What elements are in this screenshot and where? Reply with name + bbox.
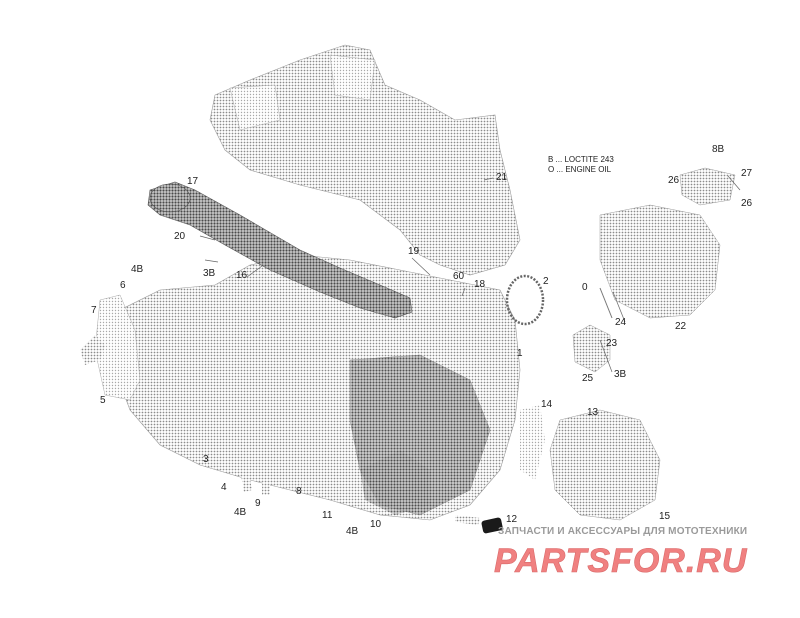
callout-25: 25 [582, 373, 594, 384]
callout-13: 13 [587, 407, 599, 418]
legend-loctite: B ... LOCTITE 243 [548, 155, 614, 164]
callout-2: 2 [543, 276, 549, 287]
watermark-tagline: ЗАПЧАСТИ И АКСЕССУАРЫ ДЛЯ МОТОТЕХНИКИ [498, 526, 748, 537]
cylinder-head [209, 44, 521, 276]
part-12-bolt [455, 515, 480, 525]
callout-60: 60 [453, 271, 465, 282]
partsfor-logo: PARTSFOR.RU [494, 542, 748, 580]
part-23 [572, 324, 611, 373]
callout-16: 16 [236, 270, 248, 281]
legend-engine-oil: O ... ENGINE OIL [548, 165, 612, 174]
callout-26: 26 [668, 175, 680, 186]
callout-20: 20 [174, 231, 186, 242]
callout-6: 6 [120, 280, 126, 291]
callout-1: 1 [517, 348, 523, 359]
callout-15: 15 [659, 511, 671, 522]
crankcase-dark-lower [360, 450, 430, 515]
callout-21: 21 [496, 172, 508, 183]
callout-18: 18 [474, 279, 486, 290]
callout-11: 11 [322, 510, 333, 521]
callout-8b: 8B [712, 144, 725, 155]
partsfor-logo-text: PARTSFOR.RU [494, 542, 748, 580]
callout-7: 7 [91, 305, 97, 316]
callout-4: 4 [221, 482, 227, 493]
callout-26-right: 26 [741, 198, 753, 209]
right-cover-assembly [599, 204, 721, 319]
callout-19: 19 [408, 246, 420, 257]
small-part-7 [80, 335, 105, 365]
camshaft-gear [149, 183, 191, 213]
drain-plug [481, 517, 503, 534]
callout-24: 24 [615, 317, 627, 328]
callout-10: 10 [370, 519, 382, 530]
lower-right-cover [549, 409, 661, 521]
callout-23: 23 [606, 338, 618, 349]
callout-4b-bottom: 4B [346, 526, 359, 537]
small-bolts-left-bottom [240, 468, 270, 495]
callout-17: 17 [187, 176, 199, 187]
callout-5: 5 [100, 395, 106, 406]
callout-14: 14 [541, 399, 553, 410]
callout-3: 3 [203, 454, 209, 465]
part-26 [679, 167, 736, 206]
callout-8: 8 [296, 486, 302, 497]
callout-16-3b: 3B [203, 268, 216, 279]
callout-4b-lower: 4B [234, 507, 247, 518]
callout-6-4b: 4B [131, 264, 144, 275]
callout-25-3b: 3B [614, 369, 627, 380]
camshaft [147, 181, 413, 319]
callout-22: 22 [675, 321, 687, 332]
callout-9: 9 [255, 498, 261, 509]
callout-12: 12 [506, 514, 518, 525]
leader-lines [199, 175, 741, 373]
callout-27: 27 [741, 168, 753, 179]
part-14 [520, 405, 545, 480]
callout-0: 0 [582, 282, 588, 293]
valve-cover-bumps [229, 54, 376, 131]
o-ring [505, 274, 545, 326]
